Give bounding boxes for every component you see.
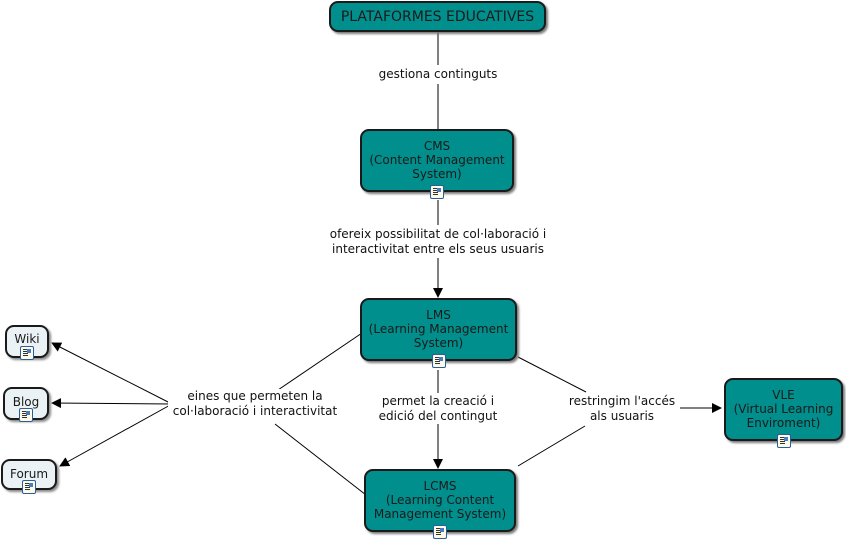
node-label: Wiki [14, 332, 40, 346]
resource-icon[interactable] [431, 354, 446, 368]
node-plataformes-educatives[interactable]: PLATAFORMES EDUCATIVES [329, 1, 546, 32]
link-label-gestiona: gestiona continguts [372, 67, 504, 82]
node-label: Forum [9, 467, 49, 481]
node-label: Blog [12, 395, 40, 409]
node-label: PLATAFORMES EDUCATIVES [340, 8, 535, 25]
link-label-permet: permet la creació i edició del contingut [375, 394, 501, 424]
link-label-ofereix: ofereix possibilitat de col·laboració i … [323, 227, 553, 257]
node-forum[interactable]: Forum [1, 459, 57, 494]
line-lms-eines [274, 332, 363, 393]
node-label: LMS (Learning Management System) [368, 308, 509, 350]
resource-icon[interactable] [22, 480, 36, 494]
link-label-restringim: restringim l'accés als usuaris [564, 394, 680, 424]
node-cms[interactable]: CMS (Content Management System) [360, 129, 514, 199]
line-lms-restringim [517, 356, 587, 393]
line-lcms-eines [274, 423, 367, 496]
node-label: LCMS (Learning Content Management System… [373, 479, 507, 521]
resource-icon[interactable] [20, 346, 34, 360]
node-wiki[interactable]: Wiki [5, 325, 49, 360]
resource-icon[interactable] [19, 408, 33, 422]
arrow-eines-wiki [51, 342, 173, 405]
resource-icon[interactable] [430, 185, 444, 199]
arrow-eines-blog [51, 398, 173, 409]
node-lcms[interactable]: LCMS (Learning Content Management System… [364, 469, 516, 539]
arrow-eines-forum [59, 403, 173, 467]
node-lms[interactable]: LMS (Learning Management System) [360, 298, 517, 368]
resource-icon[interactable] [433, 525, 447, 539]
resource-icon[interactable] [776, 434, 791, 448]
node-label: CMS (Content Management System) [369, 139, 505, 181]
line-lcms-restringim [517, 425, 586, 467]
node-label: VLE (Virtual Learning Enviroment) [733, 388, 834, 430]
node-blog[interactable]: Blog [3, 387, 49, 422]
link-label-eines: eines que permeten la col·laboració i in… [168, 389, 342, 419]
node-vle[interactable]: VLE (Virtual Learning Enviroment) [724, 378, 843, 448]
